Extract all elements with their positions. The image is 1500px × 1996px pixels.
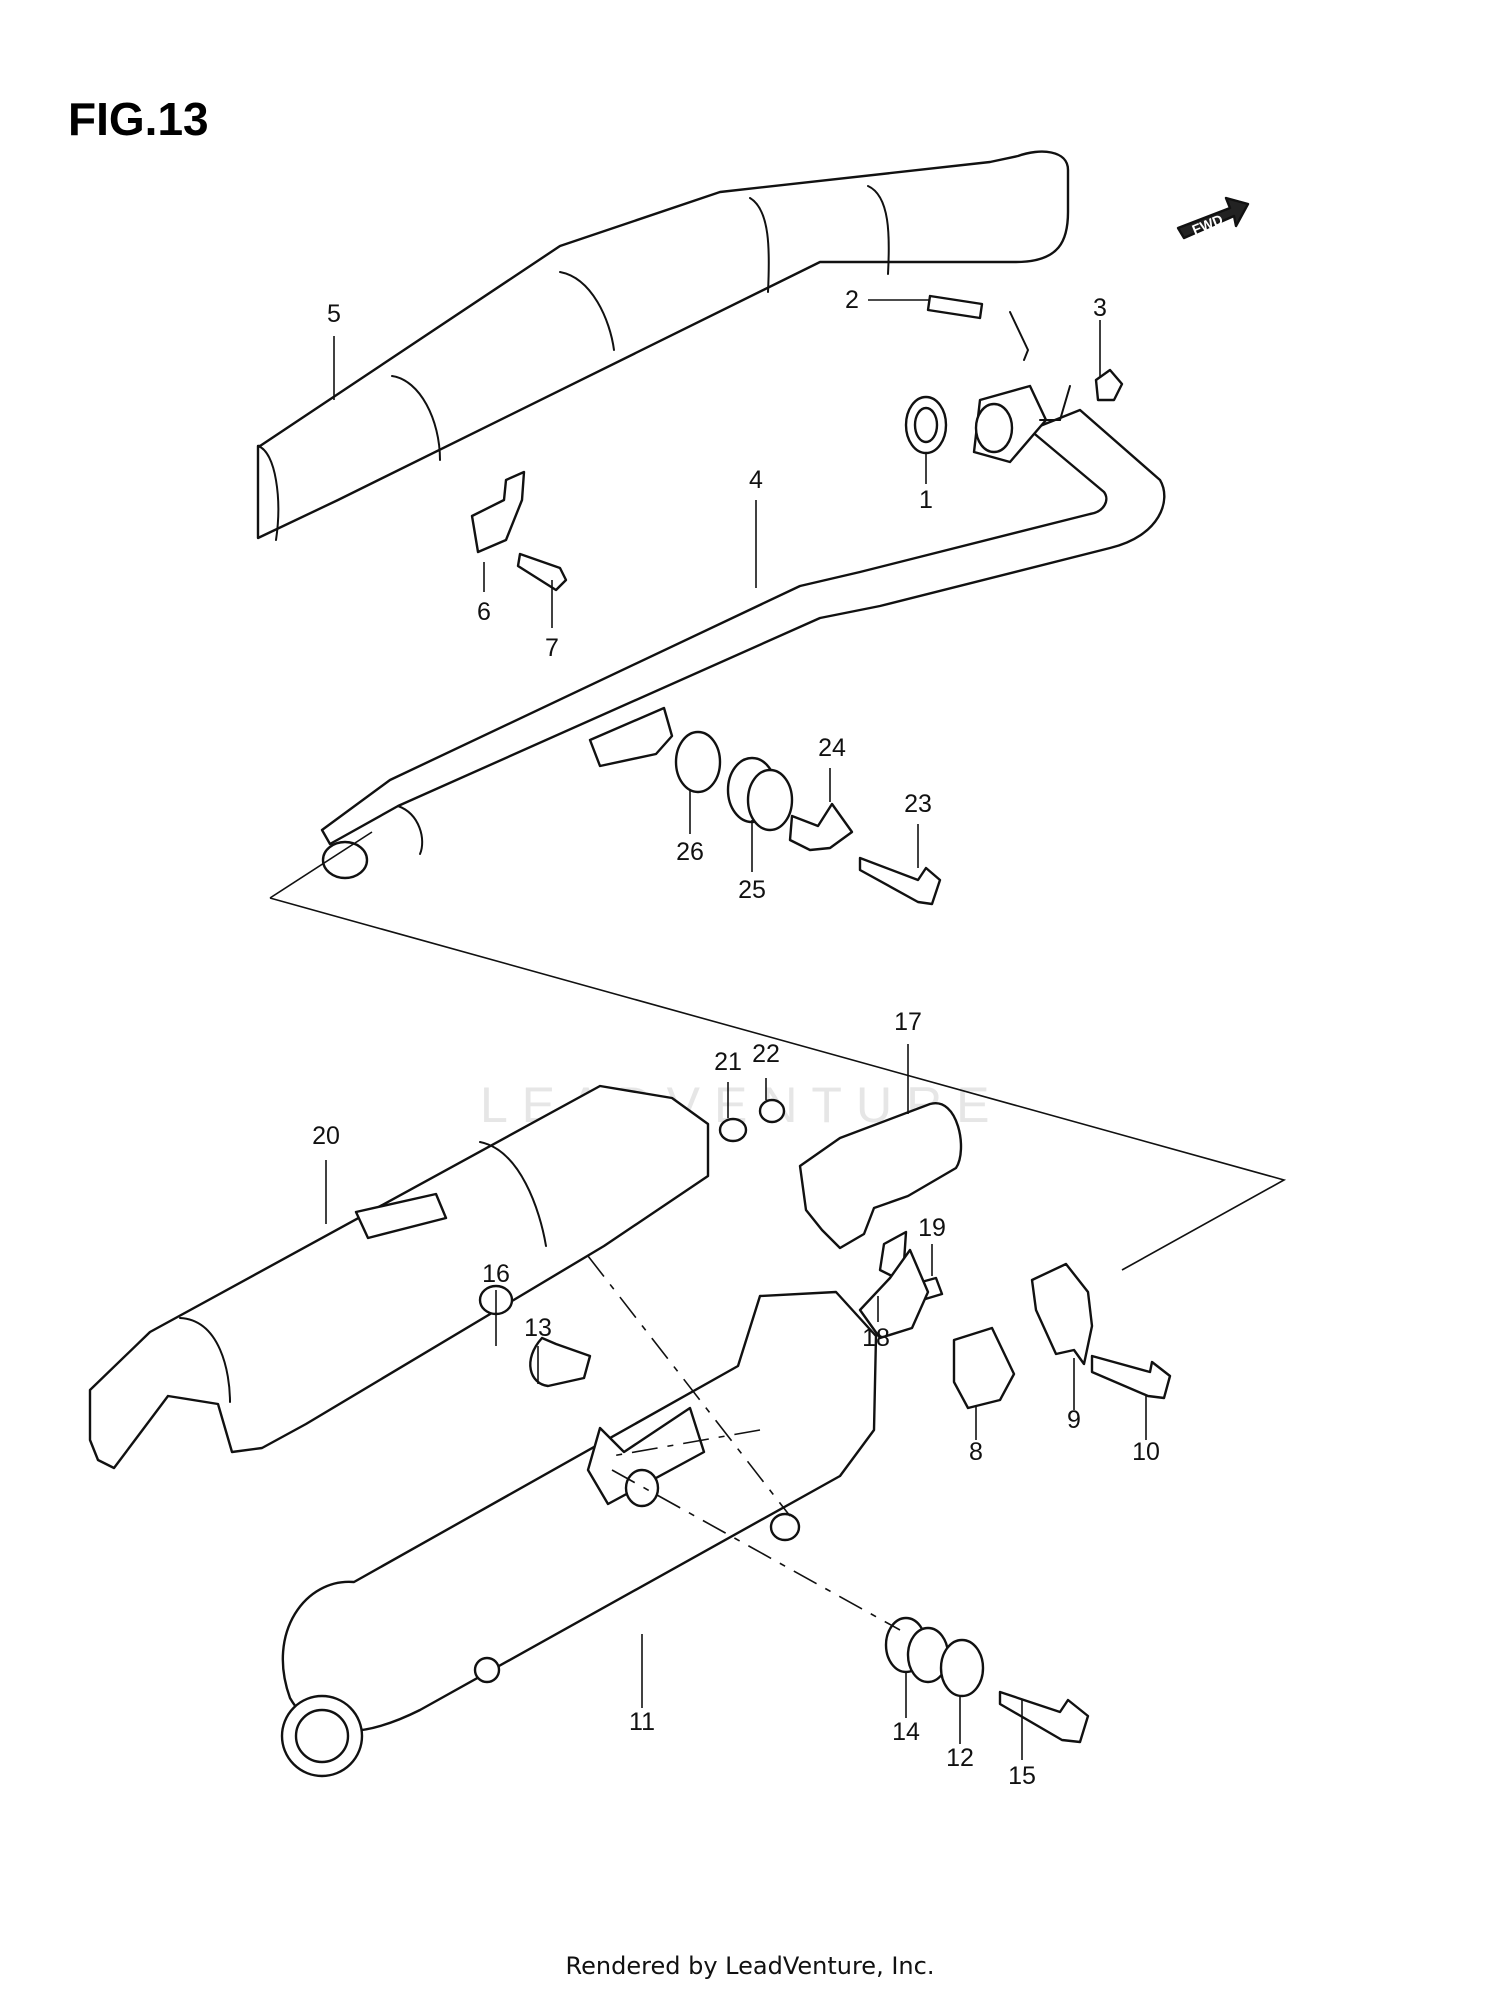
callout-21: 21 [714,1048,742,1076]
callout-2: 2 [845,286,859,314]
clamp-assembly [952,1262,1172,1410]
muffler-mount-hardware [478,1255,1090,1744]
callout-1: 1 [919,486,933,514]
callout-26: 26 [676,838,704,866]
callout-7: 7 [545,634,559,662]
callout-22: 22 [752,1040,780,1068]
callout-5: 5 [327,300,341,328]
washer-12 [939,1638,985,1698]
callout-15: 15 [1008,1762,1036,1790]
callout-4: 4 [749,466,763,494]
callout-10: 10 [1132,1438,1160,1466]
callout-6: 6 [477,598,491,626]
fwd-arrow-icon: FWD [1176,196,1250,240]
callout-11: 11 [629,1708,655,1736]
collar-24 [788,802,854,852]
figure-title: FIG.13 [68,93,209,145]
bracket-and-bolt [470,470,568,592]
callout-9: 9 [1067,1406,1081,1434]
clamp-9 [1030,1262,1094,1366]
callout-3: 3 [1093,294,1107,322]
pipe-flange [904,294,1124,464]
nut-22 [758,1098,786,1124]
callout-12: 12 [946,1744,974,1772]
callout-19: 19 [918,1214,946,1242]
muffler-heat-shield [88,1084,786,1470]
bolt-15 [998,1690,1090,1744]
callout-8: 8 [969,1438,983,1466]
bolt-10 [1090,1354,1172,1400]
bolt-23 [858,856,942,906]
callout-labels: 5 2 3 1 4 6 7 24 23 26 25 17 21 22 20 19… [312,286,1160,1790]
nut-3 [1094,368,1124,402]
stud-2 [926,294,984,320]
callout-25: 25 [738,876,766,904]
callout-23: 23 [904,790,932,818]
callout-17: 17 [894,1008,922,1036]
exhaust-pipe [320,408,1166,880]
fwd-label: FWD [1190,211,1226,238]
pipe-mount-hardware [674,730,942,906]
callout-18: 18 [862,1324,890,1352]
callout-14: 14 [892,1718,920,1746]
callout-24: 24 [818,734,846,762]
callout-13: 13 [524,1314,552,1342]
footer-credit: Rendered by LeadVenture, Inc. [565,1952,935,1980]
collar-13 [529,1336,592,1388]
grommet-21 [718,1117,748,1143]
upper-heat-shield [256,150,1070,541]
end-cover-assembly [798,1102,963,1302]
washer-26 [674,730,722,794]
callout-16: 16 [482,1260,510,1288]
sleeve-8 [952,1326,1016,1410]
leader-lines [325,299,1147,1760]
callout-20: 20 [312,1122,340,1150]
muffler [280,1248,930,1778]
